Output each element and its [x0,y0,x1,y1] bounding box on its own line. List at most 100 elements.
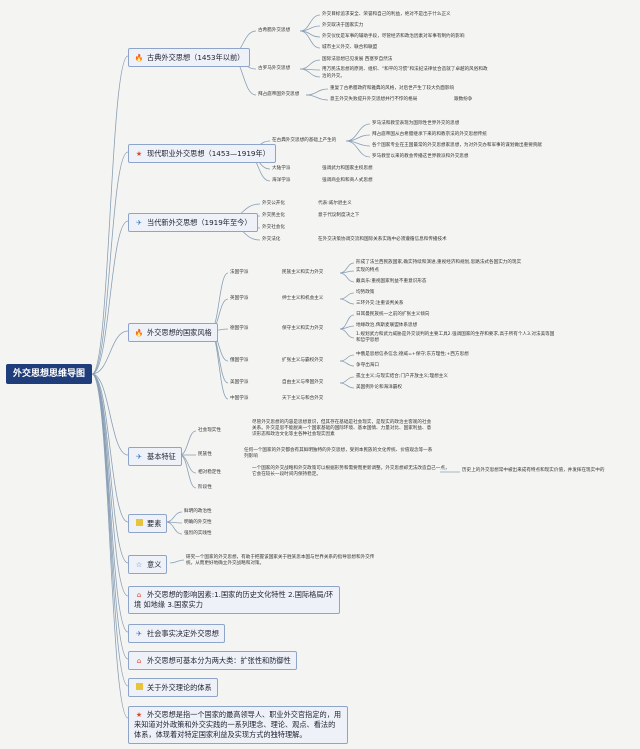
leaf: 外交目标追求安全、荣誉和自己的利益，绝对不是出于什么正义 [322,12,451,17]
connector [299,30,321,49]
leaf: 地缘政治,俾斯麦联盟体系思想 [356,323,418,328]
branch-american-school[interactable]: 美国学派 [230,380,249,385]
node-label: 意义 [147,560,162,569]
branch-german-school[interactable]: 德国学派 [230,326,249,331]
connector [339,298,355,305]
yellow-square-icon [134,516,144,533]
node-influence-factors[interactable]: ⌂外交思想的影响因素:1.国家的历史文化特性 2.国际格局/环境 如地缘 3.国… [128,586,340,614]
node-label: 社会事实决定外交思想 [147,629,219,638]
connector [91,373,129,456]
leaf: 外交取决于国家实力 [322,23,364,28]
node-label: 基本特征 [147,452,176,461]
branch[interactable]: 社会现实性 [198,428,221,433]
node-label: 外交思想的国家风格 [147,328,212,337]
branch-ancient-greece[interactable]: 古希腊外交思想 [258,28,291,33]
branch-continental-school[interactable]: 大陆学派 [272,166,291,171]
branch[interactable]: 外交法化 [262,237,281,242]
leaf: 重复了古希腊政府和雅典的风格，对后世产生了较大负面影响 [330,86,455,91]
node-two-categories[interactable]: ⌂外交思想可基本分为两大类：扩张性和防御性 [128,651,297,670]
node-label: 外交思想可基本分为两大类：扩张性和防御性 [147,656,291,665]
mid: 自由主义与帝国外交 [282,380,324,385]
connector [165,521,183,535]
node-elements[interactable]: 要素 [128,514,168,533]
connector [339,376,355,384]
branch-british-school[interactable]: 英国学派 [230,296,249,301]
branch[interactable]: 阶段性 [198,485,212,490]
leaf: 强烈的实践性 [184,531,212,536]
leaf: 中俄是思想信条信念;德威=+保守;东方理性;+西方思想 [356,352,469,357]
leaf: 罗马法和教堂表现为国际性世界外交的思想 [372,121,460,126]
leaf: 代表:威尔逊主义 [318,201,352,206]
connector [91,373,129,687]
leaf: 城市主义外交、联合和联盟 [322,45,378,50]
mid: 绅士主义和机会主义 [282,296,324,301]
yellow-square-icon [134,680,144,697]
branch[interactable]: 外交社会化 [262,225,285,230]
plane-icon: ✈ [136,453,142,461]
node-national-styles[interactable]: 🔥外交思想的国家风格 [128,323,218,342]
connector [91,330,129,375]
leaf: 在外交决策协调交流和国际关系实践中必须遵循信息和传播技术 [318,237,447,242]
node-label: 外交思想的影响因素:1.国家的历史文化特性 2.国际格局/环境 如地缘 3.国家… [134,590,334,609]
branch[interactable]: 外交民主化 [262,213,285,218]
leaf: 一个国家的外交战略和外交政策可以根据形势和需要而更新调整。外交思想却无法改造自己… [252,466,450,477]
branch[interactable]: 外交公开化 [262,201,285,206]
branch[interactable]: 民族性 [198,452,212,457]
branch-ancient-rome[interactable]: 古罗马外交思想 [258,66,291,71]
star-icon: ★ [135,150,143,158]
connector [91,220,129,375]
leaf: 研究一个国家的外交思想，有助于把握该国家关于胜某思本国与世界关系的指导思想和外交… [186,555,375,566]
leaf: 强调商业和和商人式思想 [322,178,373,183]
node-significance[interactable]: ☆ 意义 [128,555,168,574]
node-modern-professional-diplomacy[interactable]: ★ 现代职业外交思想（1453—1919年） [128,144,276,163]
leaf: 罗马教皇以来的教会传播这世界教派和外交思想 [372,154,469,159]
fire-icon: 🔥 [134,329,144,337]
leaf: 治的外交。 [322,74,345,79]
connector [91,151,129,375]
leaf: 国际法思想已见发展 西塞罗自然法 [322,57,393,62]
connector [339,354,355,362]
node-definition[interactable]: ★外交思想是指一个国家的最高领导人、职业外交官指定的，用来知道对外政策和外交实践… [128,706,348,744]
leaf: 尽管外交思想的内容是思想意识，但其存在基础是社会现实，是现实的政治主客观的社会关… [252,420,432,437]
node-basic-features[interactable]: ✈ 基本特征 [128,447,182,466]
branch-maritime-school[interactable]: 海洋学派 [272,178,291,183]
branch-french-school[interactable]: 法国学派 [230,270,249,275]
node-classical-diplomacy[interactable]: 🔥古典外交思想（1453年以前） [128,48,251,67]
node-theory-system[interactable]: 关于外交理论的体系 [128,678,218,697]
connector [91,373,129,523]
connector [339,292,355,300]
node-label: 要素 [147,519,162,528]
leaf: 形成了法兰西民族国家,确实持续和演进,重视经济和规划,思路法式各国实力的现实 [356,260,522,265]
mid: 保守主义和实力外交 [282,326,324,331]
leaf: 鲜明的政治性 [184,509,212,514]
connector [91,373,129,719]
mid: 天下主义与和合外交 [282,396,324,401]
connector [345,123,371,142]
branch[interactable]: 相对稳定性 [198,470,221,475]
branch-byzantine[interactable]: 拜占庭帝国外交思想 [258,92,300,97]
connector [339,360,355,367]
branch-russian-school[interactable]: 俄国学派 [230,358,249,363]
connector [345,140,371,158]
branch-classical-basis[interactable]: 在古典外交思想的基础上产生的 [272,138,337,143]
connector [339,328,355,339]
plane-icon: ✈ [136,219,142,227]
connector [165,511,183,523]
branch-chinese-school[interactable]: 中国学派 [230,396,249,401]
leaf: 用万民法思想的原则、组织、“和平的习惯”和法纪法律仗合造就了卓越的风俗和政 [322,67,488,72]
mid: 扩张主义与霸权外交 [282,358,324,363]
star-outline-icon: ☆ [135,561,143,569]
node-label: 现代职业外交思想（1453—1919年） [147,149,270,158]
node-contemporary-diplomacy[interactable]: ✈当代新外交思想（1919年至今） [128,213,258,232]
leaf: 各个国家专业在王国最常的外交思想家思想，为对外交办和军事的谋划做出重要贡献 [372,143,542,148]
connector [339,272,355,283]
leaf: 均势政策 [356,290,375,295]
connector [339,262,355,274]
house-icon: ⌂ [136,591,142,599]
leaf: 强调武力和国家主权思想 [322,166,373,171]
fire-icon: 🔥 [134,54,144,62]
root-node[interactable]: 外交思想思维导图 [6,364,92,384]
connector [305,88,329,96]
node-social-facts[interactable]: ✈社会事实决定外交思想 [128,624,225,643]
